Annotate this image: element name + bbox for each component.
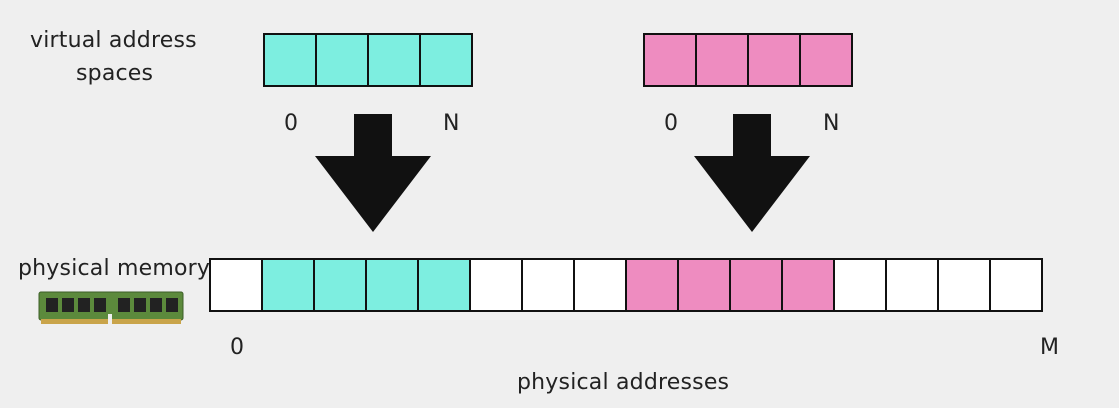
physical-address-start-label: 0 bbox=[230, 335, 245, 360]
physical-addresses-label: physical addresses bbox=[517, 370, 730, 395]
virtual-space-b-cell bbox=[747, 33, 801, 87]
physical-memory-cell bbox=[677, 258, 731, 312]
physical-memory-cells bbox=[209, 258, 1043, 312]
physical-memory-cell bbox=[937, 258, 991, 312]
physical-memory-cell bbox=[365, 258, 419, 312]
virtual-space-b-cell bbox=[695, 33, 749, 87]
virtual-space-a-cell bbox=[367, 33, 421, 87]
virtual-space-a-cell bbox=[419, 33, 473, 87]
physical-address-end-label: M bbox=[1040, 335, 1060, 360]
physical-memory-label: physical memory bbox=[18, 256, 211, 281]
physical-memory-cell bbox=[625, 258, 679, 312]
virtual-space-b-cell bbox=[799, 33, 853, 87]
virtual-space-b-end-label: N bbox=[823, 111, 840, 136]
physical-memory-cell bbox=[989, 258, 1043, 312]
virtual-space-a-end-label: N bbox=[443, 111, 460, 136]
physical-memory-cell bbox=[209, 258, 263, 312]
physical-memory-cell bbox=[313, 258, 367, 312]
virtual-space-a-cell bbox=[315, 33, 369, 87]
physical-memory-cell bbox=[833, 258, 887, 312]
virtual-space-a-start-label: 0 bbox=[284, 111, 299, 136]
down-arrow-icon bbox=[694, 114, 810, 232]
down-arrow-icon bbox=[315, 114, 431, 232]
physical-memory-cell bbox=[417, 258, 471, 312]
physical-memory-cell bbox=[469, 258, 523, 312]
physical-memory-cell bbox=[885, 258, 939, 312]
physical-memory-cell bbox=[573, 258, 627, 312]
ram-module-icon bbox=[38, 291, 184, 324]
virtual-space-a-cell bbox=[263, 33, 317, 87]
virtual-address-spaces-label-line1: virtual address bbox=[30, 28, 197, 53]
virtual-space-b bbox=[643, 33, 853, 87]
physical-memory-cell bbox=[729, 258, 783, 312]
virtual-space-a bbox=[263, 33, 473, 87]
virtual-address-spaces-label-line2: spaces bbox=[76, 61, 154, 86]
virtual-space-b-start-label: 0 bbox=[664, 111, 679, 136]
virtual-space-b-cell bbox=[643, 33, 697, 87]
physical-memory-cell bbox=[521, 258, 575, 312]
physical-memory-cell bbox=[781, 258, 835, 312]
physical-memory-cell bbox=[261, 258, 315, 312]
